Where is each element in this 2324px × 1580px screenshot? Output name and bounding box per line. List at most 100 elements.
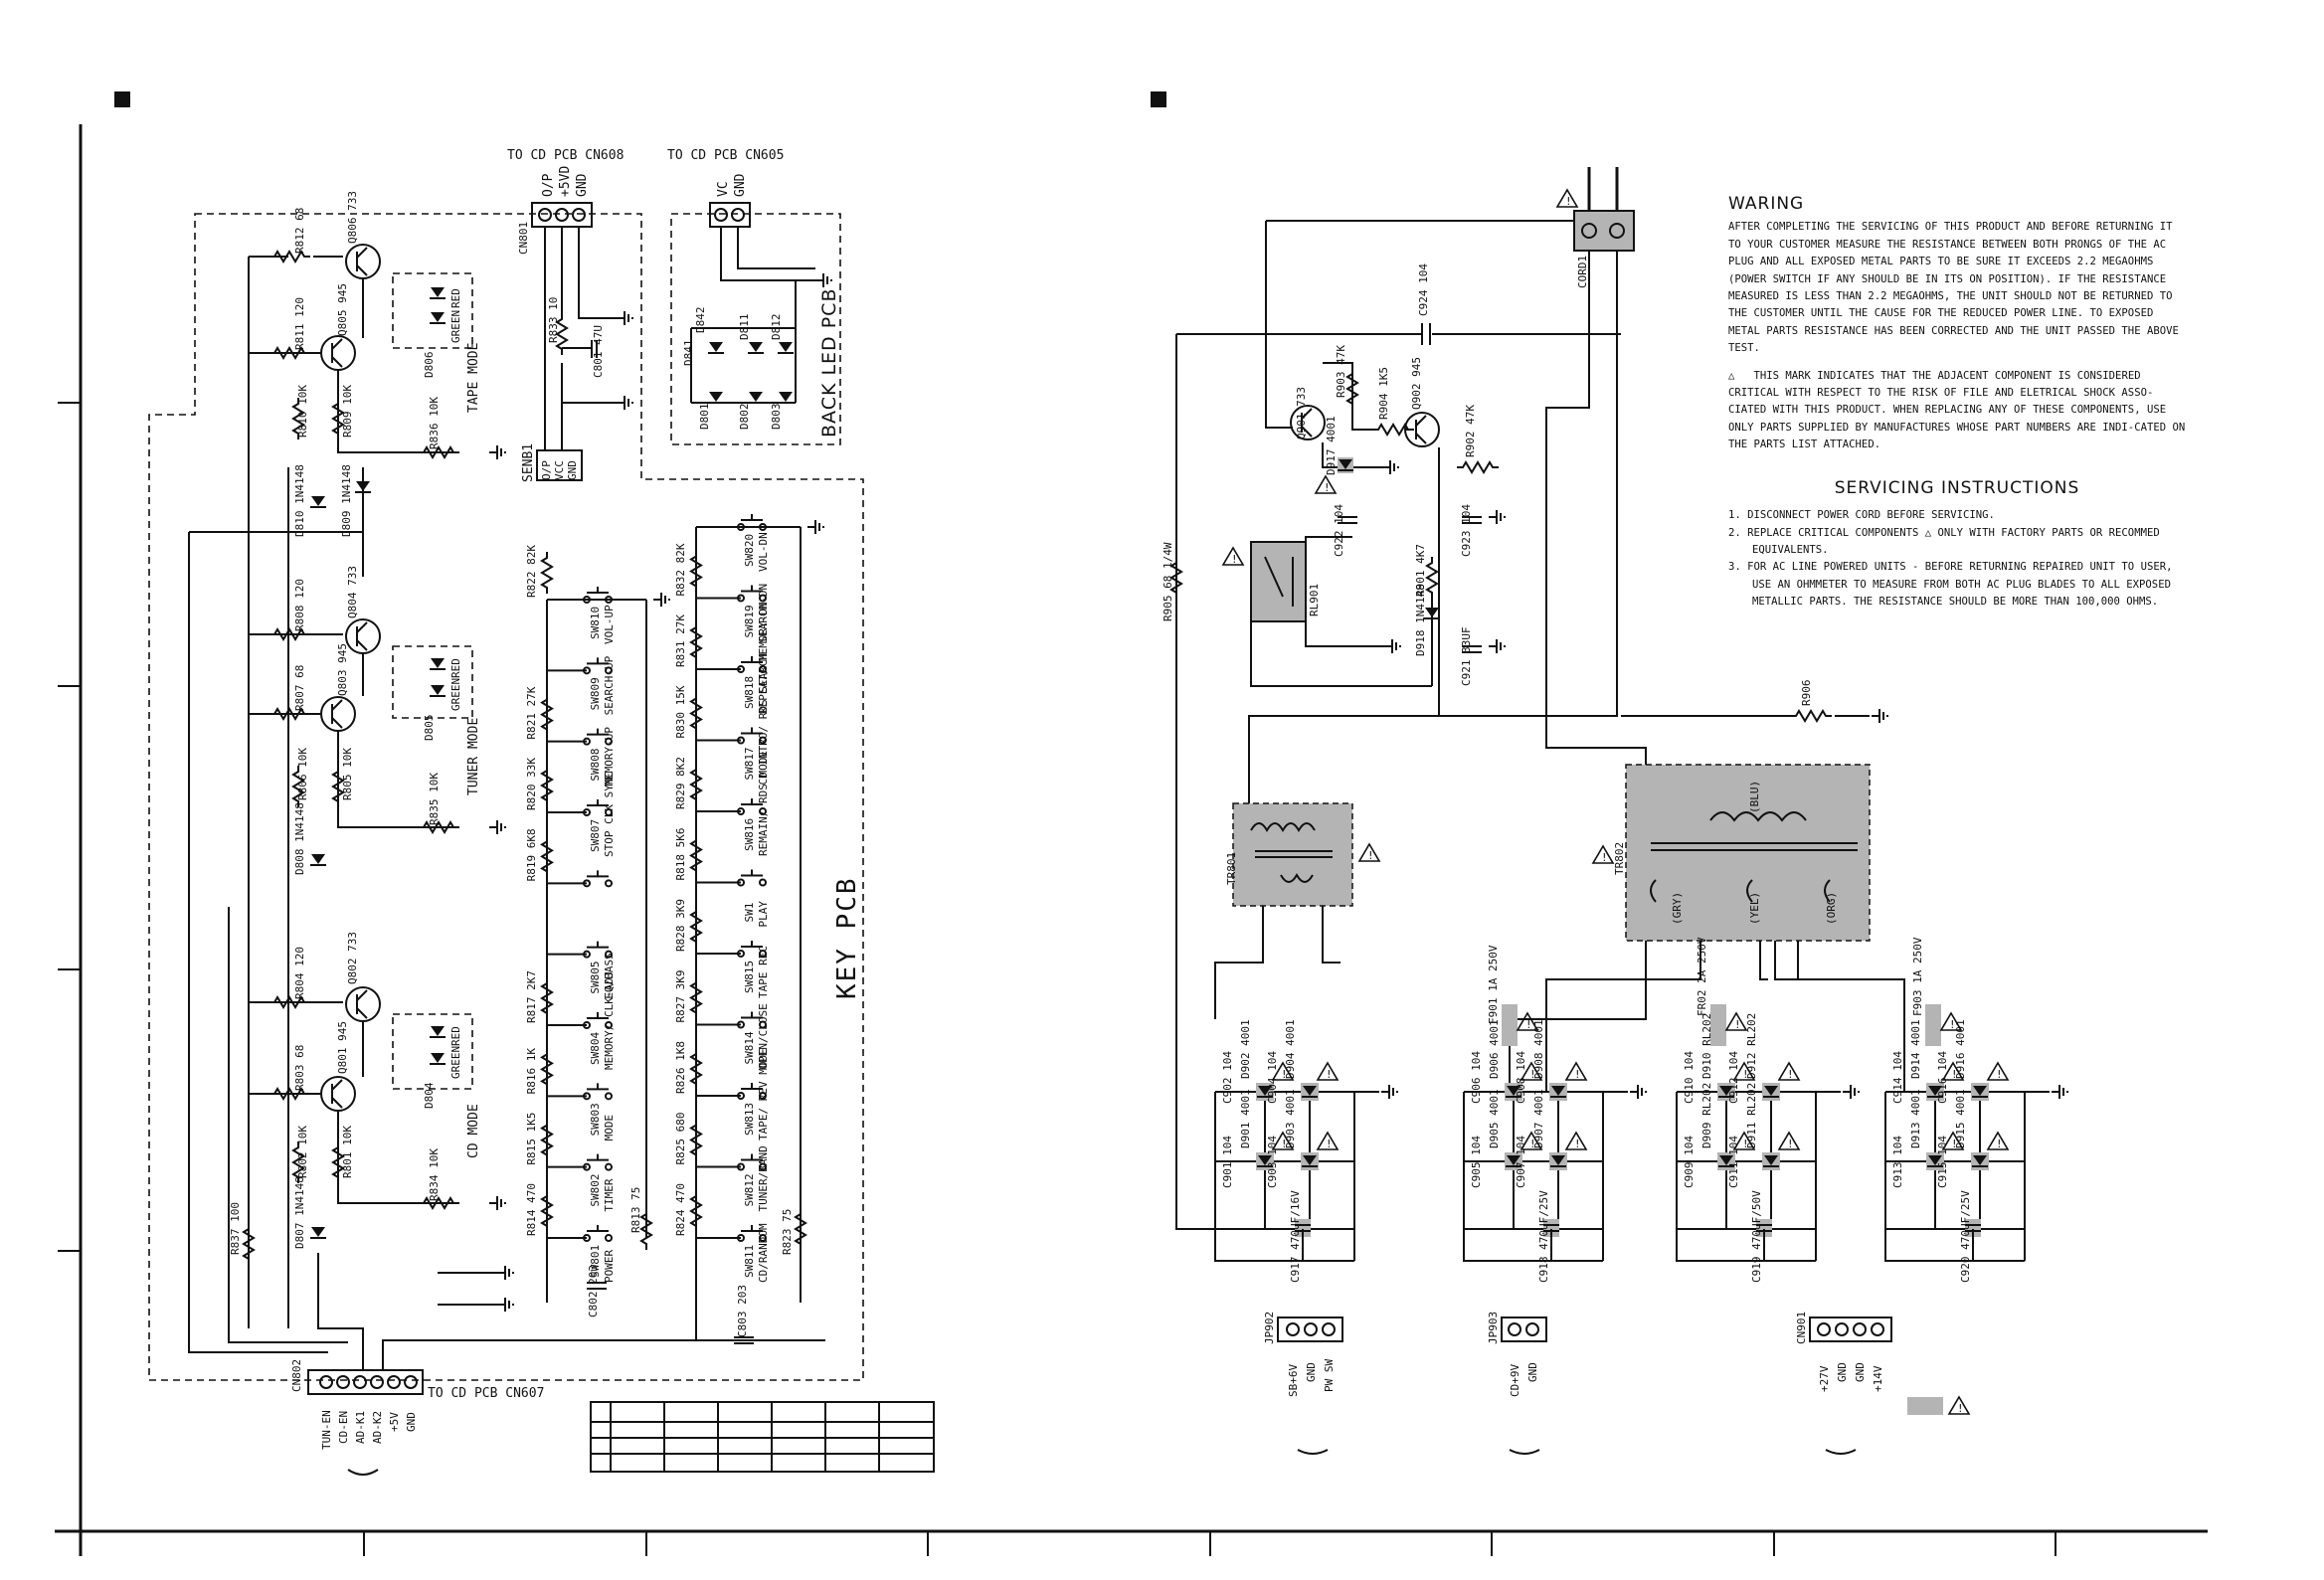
svg-text:R809 10K: R809 10K [341,385,354,438]
cn901-connector: CN901 +27V GND GND +14V [1795,1312,1892,1455]
key1-function-label: MEMORY-UP [603,727,616,787]
svg-text:C921 33UF: C921 33UF [1460,626,1473,686]
svg-text:R905 68 1/4W: R905 68 1/4W [1162,542,1174,621]
svg-text:GND: GND [575,173,590,197]
fuse-f901: F901 1A 250V [1487,945,1538,1046]
svg-text:R808 120: R808 120 [293,579,306,631]
svg-text:AD-K2: AD-K2 [371,1411,384,1444]
bridge-part-label: D904 4001 [1284,1019,1297,1079]
key1-switch[interactable] [583,1152,613,1171]
key2-resistor-label: R831 27K [674,614,687,667]
svg-text:R901 4K7: R901 4K7 [1414,544,1427,597]
svg-text:R810 10K: R810 10K [296,385,309,438]
tape-mode-driver: R812 68 Q806 733 R811 120 Q805 945 R810 … [248,191,506,1328]
key2-function-label: CD/RANDOM [757,1223,770,1283]
key2-resistor-label: R818 5K6 [674,828,687,881]
bridge-part-label: C912 104 [1727,1051,1740,1104]
svg-text:D806: D806 [423,352,436,379]
servicing-item-1: 1. DISCONNECT POWER CORD BEFORE SERVICIN… [1728,509,1995,522]
key2-resistor-label: R826 1K8 [674,1041,687,1094]
key1-switch[interactable] [583,1224,613,1242]
senb1-sensor: O/P VCC GND SENB1 [521,443,583,482]
relay-rl901: RL901 [1222,541,1321,622]
svg-text:Q803 945: Q803 945 [336,643,349,696]
key2-resistor-label: R832 82K [674,543,687,596]
bridge-capacitor-label: C917 470UF/16V [1289,1190,1302,1283]
key2-function-label: TAPE REC [757,946,770,998]
svg-text:+14V: +14V [1872,1365,1884,1392]
svg-text:CD-EN: CD-EN [337,1411,350,1444]
bridge-part-label: D908 4001 [1532,1019,1545,1079]
key1-function-label: STOP CLK SYNC [603,772,616,857]
section-marker-left [114,91,130,107]
bridge-part-label: D914 4001 [1909,1019,1922,1079]
bridge-part-label: C905 104 [1470,1136,1483,1188]
svg-text:F901 1A 250V: F901 1A 250V [1487,945,1500,1024]
key2-switch-label: SW812 [743,1173,756,1206]
key2-function-label: OPEN/CLOSE [757,1003,770,1069]
svg-text:GND: GND [733,173,748,197]
svg-text:R834 10K: R834 10K [428,1148,441,1201]
svg-text:R902 47K: R902 47K [1464,405,1477,457]
svg-text:D801: D801 [698,404,711,431]
bridge-part-label: C909 104 [1683,1136,1696,1188]
svg-text:R802 10K: R802 10K [296,1126,309,1178]
key1-switch[interactable] [583,1082,613,1101]
svg-text:D918 1N4148: D918 1N4148 [1414,584,1427,656]
bridge-part-label: C907 104 [1515,1136,1527,1188]
svg-text:(GRY): (GRY) [1671,892,1684,925]
svg-text:R906: R906 [1800,680,1813,707]
key1-switch-label: SW807 [589,819,602,852]
svg-text:GND: GND [1854,1362,1867,1382]
cn802-connector: CN802 TUN-EN CD-EN AD-K1 AD-K2 +5V GND [290,1359,424,1450]
key2-switch-label: SW816 [743,818,756,851]
key1-switch-label: SW803 [589,1103,602,1136]
svg-text:CORD1: CORD1 [1576,256,1589,288]
key2-switch[interactable] [737,868,767,887]
bridge-part-label: D903 4001 [1284,1089,1297,1148]
svg-text:C922 104: C922 104 [1333,504,1345,557]
key2-switch-label: SW815 [743,961,756,993]
key1-switch[interactable] [583,869,613,888]
key1-function-label: VOL-UP [603,605,616,644]
svg-text:Q804 733: Q804 733 [346,566,359,618]
key2-function-label: REMAIN/ RDS MODE [757,751,770,856]
svg-text:RED: RED [449,658,462,678]
svg-text:(YEL): (YEL) [1748,892,1761,925]
key1-function-label: MEMORY/ CLK-ADJ [603,971,616,1070]
bridge-part-label: C902 104 [1221,1051,1234,1104]
power-cord: CORD1 [1556,167,1635,288]
svg-text:D802: D802 [738,404,751,431]
bridge-part-label: D913 4001 [1909,1089,1922,1148]
svg-text:R807 68: R807 68 [293,665,306,711]
bridge-part-label: C908 104 [1515,1051,1527,1104]
back-led-pcb-outline [670,213,841,445]
svg-text:C924 104: C924 104 [1417,263,1430,316]
to-cn608-label: TO CD PCB CN608 [507,148,624,163]
bridge-capacitor-label: C919 470UF/50V [1750,1190,1763,1283]
cn605-connector: VC GND [709,173,751,228]
svg-text:FR02 2A 250V: FR02 2A 250V [1696,937,1708,1016]
fuse-f903: F903 1A 250V [1911,937,1962,1046]
svg-text:D809 1N4148: D809 1N4148 [340,464,353,537]
key1-resistor-label: R815 1K5 [525,1113,538,1165]
svg-text:R835 10K: R835 10K [428,773,441,825]
key1-resistor-label: R819 6K8 [525,828,538,881]
svg-text:D811: D811 [738,314,751,341]
key1-function-label: EQ/BASS [603,953,616,998]
svg-text:Q901 733: Q901 733 [1295,387,1308,439]
svg-text:GND: GND [566,460,579,480]
key2-switch-label: SW1 [743,903,756,923]
transformer-tr801: TR801 [1225,802,1380,907]
svg-text:RED: RED [449,1026,462,1046]
revision-table [590,1401,935,1473]
bridge-part-label: C913 104 [1891,1136,1904,1188]
jp902-connector: JP902 SB+6V GND PW SW [1263,1312,1343,1455]
key2-switch-label: SW813 [743,1103,756,1136]
svg-text:GREEN: GREEN [449,1046,462,1079]
bridge-capacitor-label: C918 470UF/25V [1537,1190,1550,1283]
key1-function-label: SEARCH-UP [603,655,616,715]
key2-function-label: SEARCH-DN [757,584,770,643]
key2-resistor-label: R827 3K9 [674,970,687,1023]
key-matrix [546,519,824,1303]
